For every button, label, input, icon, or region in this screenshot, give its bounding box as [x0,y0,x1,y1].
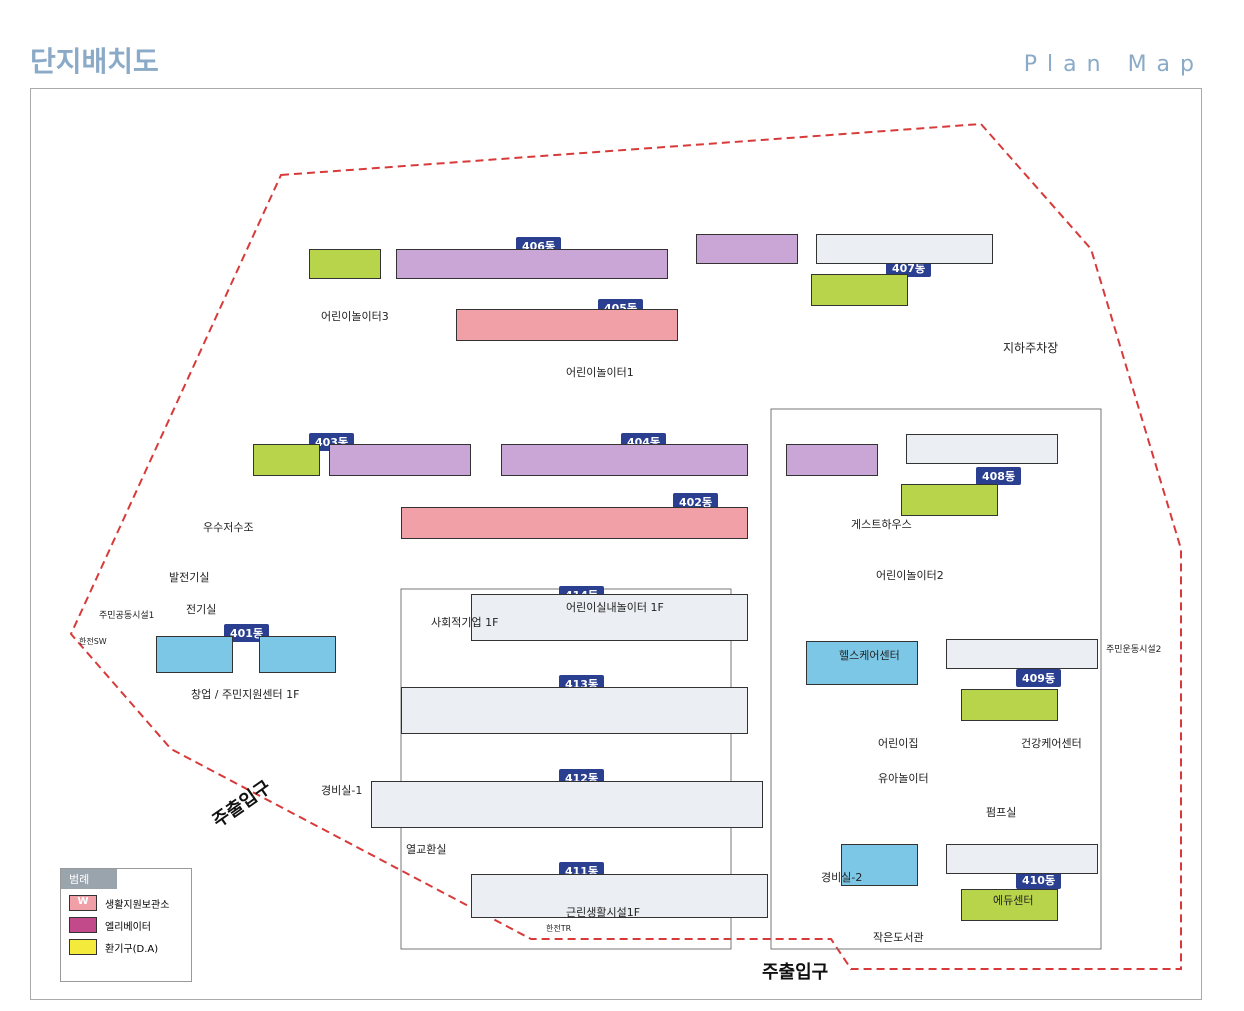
label-pump: 펌프실 [986,806,1017,819]
label-neighborhood: 근린생활시설1F [566,906,641,919]
label-playground1: 어린이놀이터1 [566,366,634,379]
building-410-west [841,844,918,886]
label-startup: 창업 / 주민지원센터 1F [191,688,300,701]
dong-409: 409동 [1016,669,1062,687]
label-guard1: 경비실-1 [321,784,363,797]
dong-402: 402동 [673,493,719,511]
building-411 [471,874,768,918]
building-403-west [253,444,320,476]
building-405 [456,309,678,341]
legend-label: 환기구(D.A) [105,943,159,955]
label-playground3: 어린이놀이터3 [321,310,389,323]
label-playground2: 어린이놀이터2 [876,569,944,582]
building-406-west [309,249,381,279]
site-map: 406동 405동 407동 403동 404동 402동 408동 401동 … [30,88,1202,1000]
elevator-icon [69,917,97,933]
building-406 [396,249,668,279]
legend-label: 생활지원보관소 [105,899,170,911]
building-410-north [946,844,1098,874]
label-resident2: 주민운동시설2 [1106,645,1162,655]
w-icon: W [69,895,97,911]
building-414 [471,594,748,641]
building-407-west [696,234,798,264]
label-sw: 한전SW [79,637,107,646]
label-library: 작은도서관 [873,931,924,944]
building-401-east [259,636,336,673]
label-daycare: 어린이집 [878,737,919,750]
legend: 범례 W 생활지원보관소 엘리베이터 환기구(D.A) [60,868,192,982]
building-409-north [946,639,1098,669]
building-410 [961,889,1058,921]
legend-title: 범례 [61,869,117,889]
label-health: 건강케어센터 [1021,737,1082,750]
building-403 [329,444,471,476]
legend-label: 엘리베이터 [105,921,151,933]
label-heat: 열교환실 [406,843,447,856]
page-subtitle: Plan Map [1023,52,1204,77]
building-407-east [816,234,993,264]
label-tr: 한전TR [546,924,572,933]
label-guard2: 경비실-2 [821,871,863,884]
dong-401: 401동 [224,624,270,642]
label-reservoir: 우수저수조 [203,521,254,534]
dong-410: 410동 [1016,871,1062,889]
building-401-west [156,636,233,673]
building-409-west [806,641,918,685]
building-404-east [786,444,878,476]
building-413 [401,687,748,734]
page-title: 단지배치도 [30,45,159,78]
building-408-north [906,434,1058,464]
legend-item: 환기구(D.A) [69,939,183,955]
label-parking: 지하주차장 [1003,341,1059,355]
label-elec: 전기실 [186,603,217,616]
label-guest: 게스트하우스 [851,518,912,531]
vent-icon [69,939,97,955]
legend-item: W 생활지원보관소 [69,895,183,911]
legend-item: 엘리베이터 [69,917,183,933]
building-407 [811,274,908,306]
building-408 [901,484,998,516]
building-412 [371,781,763,828]
label-resident1: 주민공동시설1 [99,611,155,621]
entrance-main: 주출입구 [762,962,829,983]
dong-408: 408동 [976,467,1022,485]
building-404 [501,444,748,476]
label-toddler: 유아놀이터 [878,772,929,785]
label-healthcare: 헬스케어센터 [839,649,900,662]
label-social415: 사회적기업 1F [431,616,499,629]
building-402 [401,507,748,539]
building-409 [961,689,1058,721]
label-education: 에듀센터 [993,894,1034,907]
label-community414: 어린이실내놀이터 1F [566,601,664,614]
label-gen: 발전기실 [169,571,210,584]
